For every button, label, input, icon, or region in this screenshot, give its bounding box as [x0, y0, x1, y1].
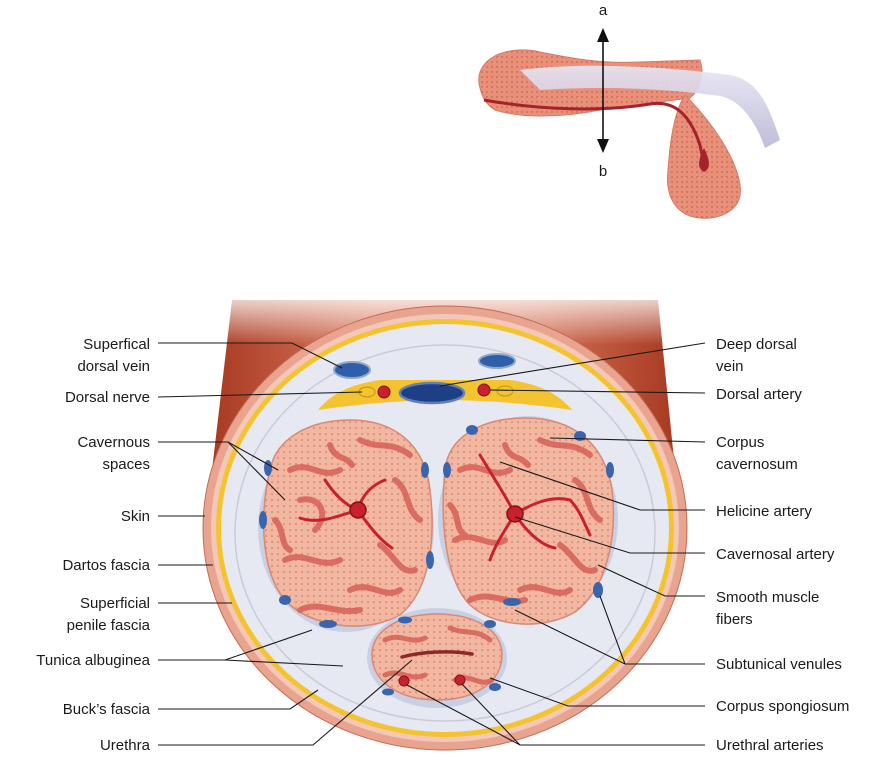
- superficial-dorsal-vein-right: [479, 354, 515, 368]
- label-cavernosal-artery: Cavernosal artery: [716, 546, 835, 563]
- label-corpus-spongiosum: Corpus spongiosum: [716, 698, 849, 715]
- dorsal-nerve-right: [497, 386, 513, 396]
- label-skin: Skin: [121, 508, 150, 525]
- label-deep-dorsal-vein-line1: Deep dorsal: [716, 336, 797, 353]
- corpus-cavernosum-left: [258, 420, 434, 632]
- label-dorsal-nerve: Dorsal nerve: [65, 389, 150, 406]
- label-subtunical-venules: Subtunical venules: [716, 656, 842, 673]
- label-urethral-arteries: Urethral arteries: [716, 737, 824, 754]
- label-superficial-dorsal-vein-line1: Superfical: [83, 336, 150, 353]
- label-corpus-cavernosum-line2: cavernosum: [716, 456, 798, 473]
- label-cavernous-spaces-line1: Cavernous: [77, 434, 150, 451]
- label-bucks-fascia: Buck’s fascia: [63, 701, 151, 718]
- label-helicine-artery: Helicine artery: [716, 503, 812, 520]
- label-deep-dorsal-vein-line2: vein: [716, 358, 744, 375]
- labels-left: Superfical dorsal vein Dorsal nerve Cave…: [36, 336, 150, 754]
- label-smooth-muscle-line2: fibers: [716, 611, 753, 628]
- label-smooth-muscle-line1: Smooth muscle: [716, 589, 819, 606]
- label-corpus-cavernosum-line1: Corpus: [716, 434, 764, 451]
- dorsal-artery-right: [478, 384, 490, 396]
- corpus-cavernosum-right: [438, 416, 618, 624]
- superficial-dorsal-vein-left: [334, 362, 370, 378]
- side-view-illustration: a b: [479, 2, 780, 218]
- label-superficial-penile-fascia-line1: Superficial: [80, 595, 150, 612]
- label-superficial-penile-fascia-line2: penile fascia: [67, 617, 151, 634]
- labels-right: Deep dorsal vein Dorsal artery Corpus ca…: [716, 336, 849, 754]
- corpus-spongiosum: [367, 608, 507, 708]
- label-superficial-dorsal-vein-line2: dorsal vein: [77, 358, 150, 375]
- cross-section: [200, 285, 700, 750]
- label-dartos-fascia: Dartos fascia: [62, 557, 150, 574]
- arrow-head-up: [597, 28, 609, 42]
- label-cavernous-spaces-line2: spaces: [102, 456, 150, 473]
- direction-label-a: a: [599, 2, 608, 19]
- label-dorsal-artery: Dorsal artery: [716, 386, 802, 403]
- arrow-head-down: [597, 139, 609, 153]
- dorsal-artery-left: [378, 386, 390, 398]
- direction-label-b: b: [599, 163, 607, 180]
- deep-dorsal-vein: [400, 383, 464, 403]
- label-urethra: Urethra: [100, 737, 151, 754]
- label-tunica-albuginea: Tunica albuginea: [36, 652, 150, 669]
